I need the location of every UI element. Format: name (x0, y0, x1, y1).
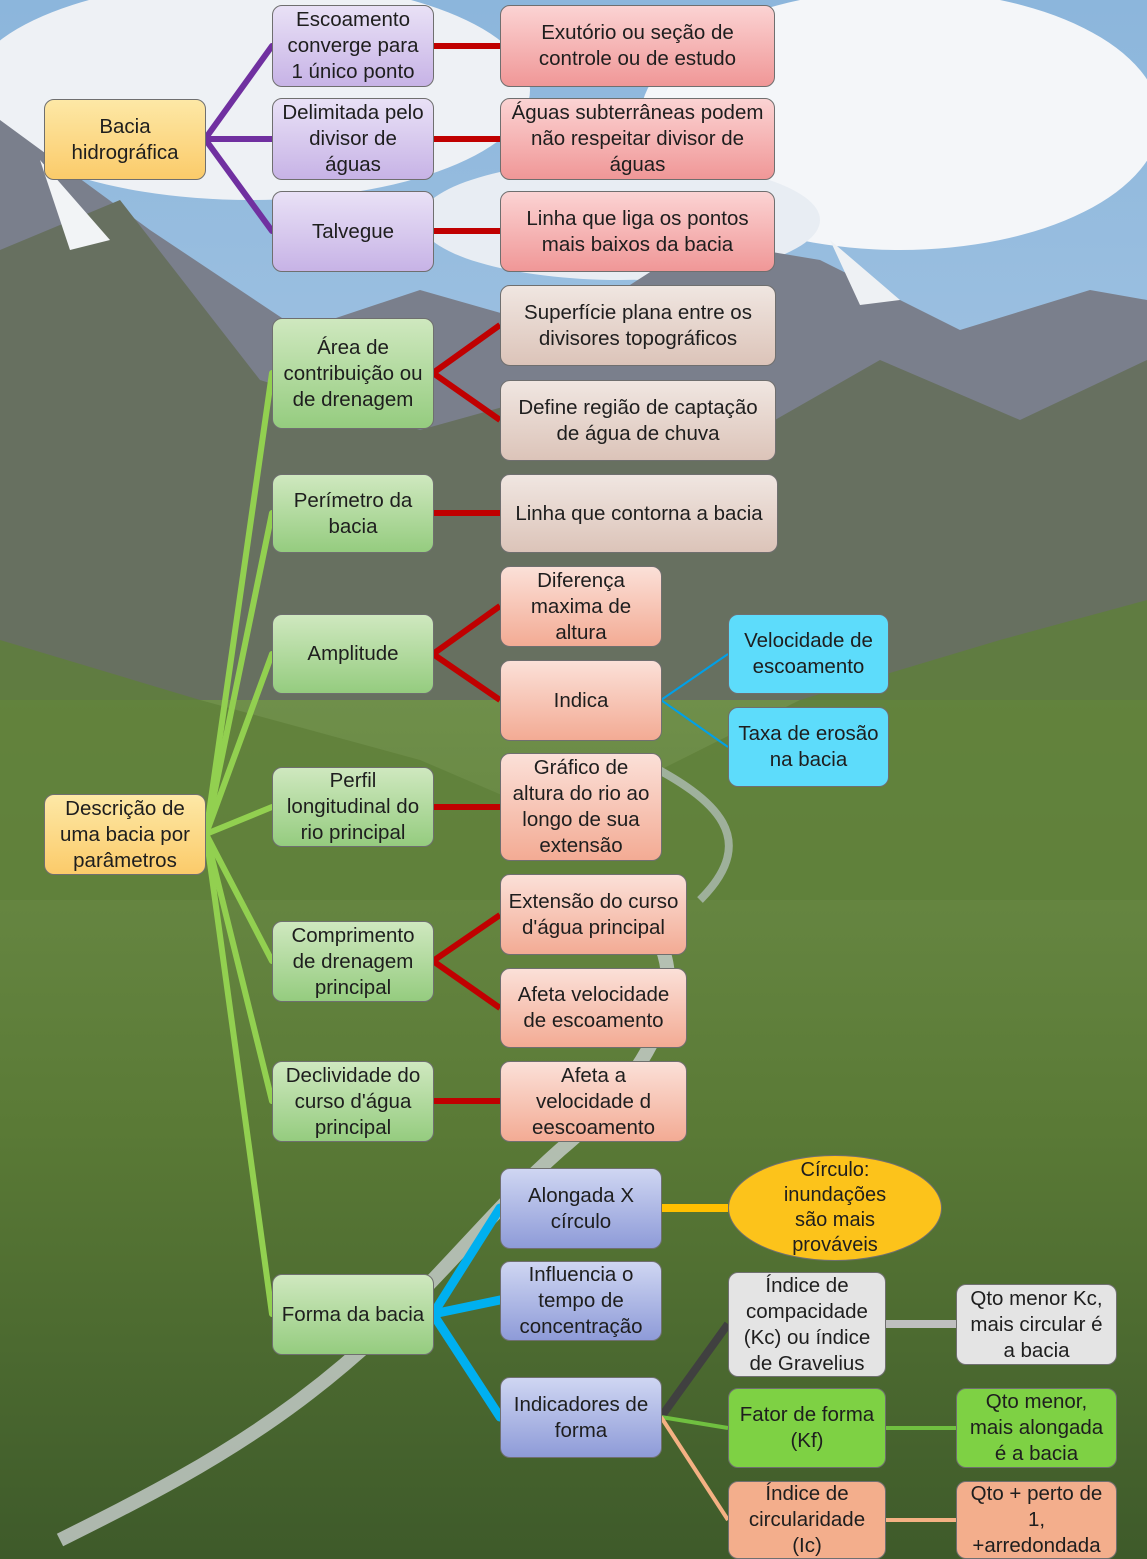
node-exutorio-label: Exutório ou seção de controle ou de estu… (538, 21, 737, 70)
node-linha-pontos-baixos-label: Linha que liga os pontos mais baixos da … (526, 206, 749, 256)
detail-superficie-plana-label: Superfície plana entre os divisores topo… (524, 300, 752, 350)
node-talvegue[interactable]: Talvegue (272, 191, 434, 272)
detail-afeta-velocidade-d[interactable]: Afeta a velocidade d eescoamento (500, 1061, 687, 1142)
node-delimitada-divisor-label: Delimitada pelo divisor de águas (282, 101, 424, 176)
node-kc-nota-label: Qto menor Kc, mais circular é a bacia (970, 1286, 1103, 1362)
root-bacia-hidrografica[interactable]: Bacia hidrográfica (44, 99, 206, 180)
node-alongada-circulo[interactable]: Alongada X círculo (500, 1168, 662, 1249)
node-aguas-subterraneas[interactable]: Águas subterrâneas podem não respeitar d… (500, 98, 775, 180)
node-kc-nota[interactable]: Qto menor Kc, mais circular é a bacia (956, 1284, 1117, 1365)
detail-indica-label: Indica (553, 688, 609, 712)
detail-afeta-velocidade[interactable]: Afeta velocidade de escoamento (500, 968, 687, 1048)
detail-linha-contorna-label: Linha que contorna a bacia (515, 501, 763, 525)
node-fator-forma[interactable]: Fator de forma (Kf) (728, 1388, 886, 1468)
node-ic-nota[interactable]: Qto + perto de 1, +arredondada (956, 1481, 1117, 1559)
detail-diferenca-altura[interactable]: Diferença maxima de altura (500, 566, 662, 647)
detail-superficie-plana[interactable]: Superfície plana entre os divisores topo… (500, 285, 776, 366)
detail-regiao-captacao[interactable]: Define região de captação de água de chu… (500, 380, 776, 461)
root-bacia-hidrografica-label: Bacia hidrográfica (71, 114, 179, 164)
node-indice-compacidade[interactable]: Índice de compacidade (Kc) ou índice de … (728, 1272, 886, 1377)
param-area[interactable]: Área de contribuição ou de drenagem (272, 318, 434, 429)
node-indice-circularidade[interactable]: Índice de circularidade (Ic) (728, 1481, 886, 1559)
detail-extensao-curso[interactable]: Extensão do curso d'água principal (500, 874, 687, 955)
detail-linha-contorna[interactable]: Linha que contorna a bacia (500, 474, 778, 553)
param-declividade-label: Declividade do curso d'água principal (285, 1063, 421, 1139)
node-delimitada-divisor[interactable]: Delimitada pelo divisor de águas (272, 98, 434, 180)
node-velocidade-escoamento-label: Velocidade de escoamento (744, 629, 873, 678)
param-area-label: Área de contribuição ou de drenagem (283, 335, 423, 411)
node-talvegue-label: Talvegue (311, 219, 395, 243)
node-velocidade-escoamento[interactable]: Velocidade de escoamento (728, 614, 889, 694)
node-indicadores-forma-label: Indicadores de forma (513, 1392, 649, 1442)
node-taxa-erosao-label: Taxa de erosão na bacia (738, 722, 879, 771)
node-aguas-subterraneas-label: Águas subterrâneas podem não respeitar d… (511, 101, 764, 176)
param-amplitude[interactable]: Amplitude (272, 614, 434, 694)
detail-diferenca-altura-label: Diferença maxima de altura (530, 568, 632, 644)
node-taxa-erosao[interactable]: Taxa de erosão na bacia (728, 707, 889, 787)
node-escoamento-converge-label: Escoamento converge para 1 único ponto (287, 8, 419, 83)
detail-afeta-velocidade-label: Afeta velocidade de escoamento (517, 983, 670, 1032)
node-circulo-inundacoes-label: Círculo: inundações são mais prováveis (783, 1159, 887, 1256)
param-perfil[interactable]: Perfil longitudinal do rio principal (272, 767, 434, 847)
detail-grafico-altura[interactable]: Gráfico de altura do rio ao longo de sua… (500, 753, 662, 861)
detail-afeta-velocidade-d-label: Afeta a velocidade d eescoamento (531, 1063, 656, 1139)
node-alongada-circulo-label: Alongada X círculo (527, 1183, 634, 1233)
node-kf-nota[interactable]: Qto menor, mais alongada é a bacia (956, 1388, 1117, 1468)
node-influencia-tempo[interactable]: Influencia o tempo de concentração (500, 1261, 662, 1341)
param-perimetro-label: Perímetro da bacia (293, 488, 413, 538)
root-descricao-parametros-label: Descrição de uma bacia por parâmetros (60, 796, 190, 872)
param-comprimento[interactable]: Comprimento de drenagem principal (272, 921, 434, 1002)
detail-grafico-altura-label: Gráfico de altura do rio ao longo de sua… (512, 756, 650, 857)
node-ic-nota-label: Qto + perto de 1, +arredondada (970, 1482, 1103, 1557)
node-circulo-inundacoes[interactable]: Círculo: inundações são mais prováveis (728, 1155, 942, 1261)
node-fator-forma-label: Fator de forma (Kf) (739, 1403, 875, 1452)
detail-regiao-captacao-label: Define região de captação de água de chu… (518, 395, 758, 445)
node-exutorio[interactable]: Exutório ou seção de controle ou de estu… (500, 5, 775, 87)
param-forma-label: Forma da bacia (281, 1302, 425, 1326)
node-indice-compacidade-label: Índice de compacidade (Kc) ou índice de … (743, 1273, 871, 1375)
param-comprimento-label: Comprimento de drenagem principal (291, 923, 415, 999)
node-indice-circularidade-label: Índice de circularidade (Ic) (748, 1482, 866, 1557)
node-escoamento-converge[interactable]: Escoamento converge para 1 único ponto (272, 5, 434, 87)
detail-indica[interactable]: Indica (500, 660, 662, 741)
node-linha-pontos-baixos[interactable]: Linha que liga os pontos mais baixos da … (500, 191, 775, 272)
param-perfil-label: Perfil longitudinal do rio principal (286, 769, 420, 844)
param-amplitude-label: Amplitude (307, 642, 399, 665)
node-indicadores-forma[interactable]: Indicadores de forma (500, 1377, 662, 1458)
detail-extensao-curso-label: Extensão do curso d'água principal (508, 889, 679, 939)
param-declividade[interactable]: Declividade do curso d'água principal (272, 1061, 434, 1142)
root-descricao-parametros[interactable]: Descrição de uma bacia por parâmetros (44, 794, 206, 875)
param-forma[interactable]: Forma da bacia (272, 1274, 434, 1355)
node-kf-nota-label: Qto menor, mais alongada é a bacia (969, 1390, 1104, 1465)
node-influencia-tempo-label: Influencia o tempo de concentração (519, 1263, 643, 1338)
param-perimetro[interactable]: Perímetro da bacia (272, 474, 434, 553)
